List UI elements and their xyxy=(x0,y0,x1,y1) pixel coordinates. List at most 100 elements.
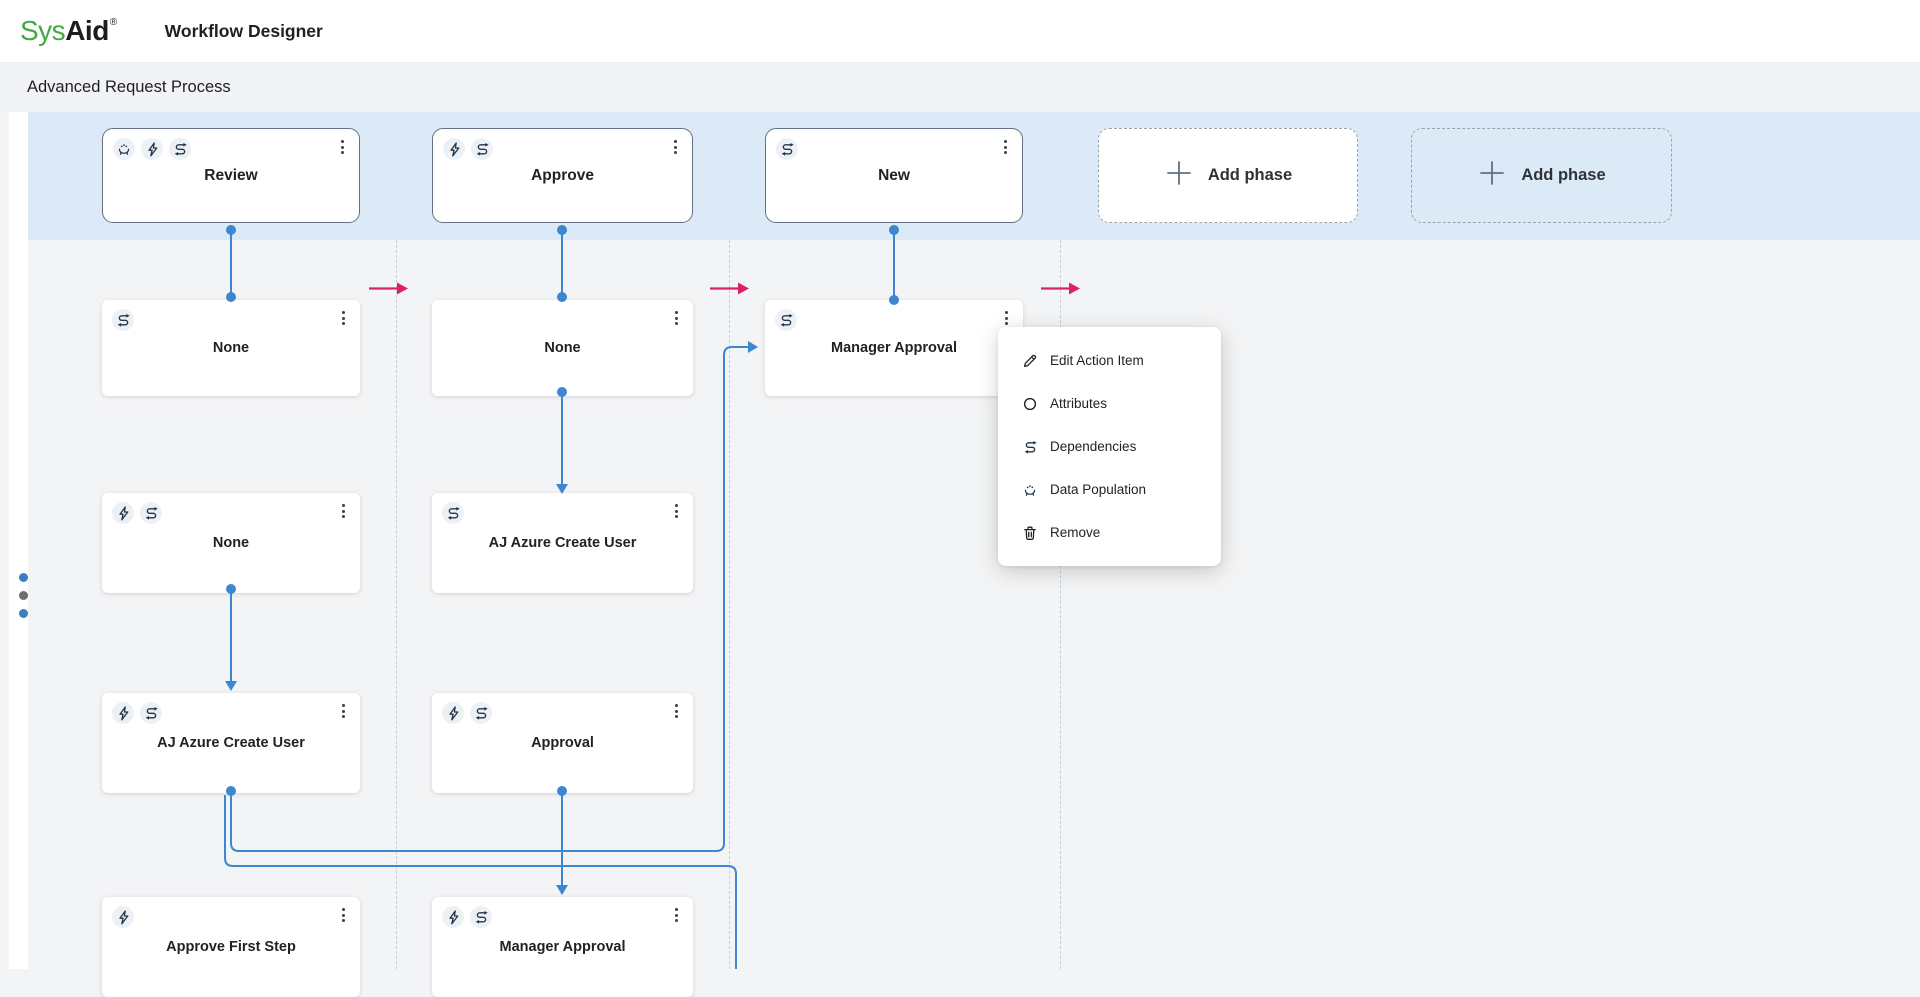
action-item-card-none[interactable]: None xyxy=(432,300,693,396)
dependencies-icon xyxy=(471,138,493,160)
column-separator xyxy=(396,240,397,969)
dependencies-icon xyxy=(470,906,492,928)
data-population-icon xyxy=(113,138,135,160)
logo-text-aid: Aid xyxy=(65,15,109,46)
dependencies-icon xyxy=(775,309,797,331)
add-phase-button[interactable]: Add phase xyxy=(1098,128,1358,223)
rail-dot-blue-bottom[interactable] xyxy=(19,609,28,618)
left-rail[interactable] xyxy=(9,112,28,969)
action-item-title: None xyxy=(212,340,250,356)
automation-rule-icon xyxy=(112,502,134,524)
card-icon-list xyxy=(442,906,492,928)
workflow-canvas[interactable]: Review Approve New Add phase Add phase xyxy=(0,112,1920,997)
phase-flow-arrow-icon xyxy=(1040,280,1081,297)
dependencies-icon xyxy=(140,502,162,524)
action-item-title: Manager Approval xyxy=(831,340,957,356)
logo-text-sys: Sys xyxy=(20,15,66,46)
menu-item-attributes[interactable]: Attributes xyxy=(998,382,1221,425)
phase-card-new[interactable]: New xyxy=(765,128,1023,223)
action-item-card-aj-azure-create-user[interactable]: AJ Azure Create User xyxy=(432,493,693,593)
card-icon-list xyxy=(776,138,798,160)
more-options-icon[interactable] xyxy=(335,702,351,720)
action-item-card-none[interactable]: None xyxy=(102,300,360,396)
action-item-title: None xyxy=(544,340,581,356)
dependencies-icon xyxy=(112,309,134,331)
phase-title: Review xyxy=(204,166,258,184)
remove-icon xyxy=(1022,525,1038,541)
phase-card-review[interactable]: Review xyxy=(102,128,360,223)
more-options-icon[interactable] xyxy=(668,309,684,327)
card-icon-list xyxy=(112,309,134,331)
plus-icon xyxy=(1164,158,1194,193)
action-item-card-manager-approval[interactable]: Manager Approval xyxy=(432,897,693,997)
dependencies-icon xyxy=(442,502,464,524)
more-options-icon[interactable] xyxy=(335,309,351,327)
action-item-card-manager-approval[interactable]: Manager Approval xyxy=(765,300,1023,396)
card-icon-list xyxy=(443,138,493,160)
process-name: Advanced Request Process xyxy=(27,78,231,96)
dependencies-icon xyxy=(776,138,798,160)
card-icon-list xyxy=(442,502,464,524)
phase-title: New xyxy=(878,166,910,184)
automation-rule-icon xyxy=(112,906,134,928)
add-phase-label: Add phase xyxy=(1207,166,1293,184)
action-item-card-none[interactable]: None xyxy=(102,493,360,593)
more-options-icon[interactable] xyxy=(335,906,351,924)
phase-card-approve[interactable]: Approve xyxy=(432,128,693,223)
data-population-icon xyxy=(1022,482,1038,498)
action-item-title: Approve First Step xyxy=(166,939,296,955)
more-options-icon[interactable] xyxy=(668,906,684,924)
plus-icon xyxy=(1477,158,1507,193)
more-options-icon[interactable] xyxy=(668,502,684,520)
add-phase-button[interactable]: Add phase xyxy=(1411,128,1672,223)
dependencies-icon xyxy=(1022,439,1038,455)
automation-rule-icon xyxy=(141,138,163,160)
dependencies-icon xyxy=(470,702,492,724)
menu-item-edit-action-item[interactable]: Edit Action Item xyxy=(998,339,1221,382)
menu-item-label: Dependencies xyxy=(1050,439,1137,454)
add-phase-label: Add phase xyxy=(1521,166,1606,184)
column-separator xyxy=(1060,240,1061,969)
action-item-card-approve-first-step[interactable]: Approve First Step xyxy=(102,897,360,997)
card-icon-list xyxy=(775,309,797,331)
page-title: Workflow Designer xyxy=(164,20,323,41)
more-options-icon[interactable] xyxy=(334,138,350,156)
automation-rule-icon xyxy=(112,702,134,724)
more-options-icon[interactable] xyxy=(997,138,1013,156)
phase-flow-arrow-icon xyxy=(709,280,750,297)
menu-item-label: Data Population xyxy=(1050,482,1147,497)
phase-title: Approve xyxy=(531,166,594,184)
automation-rule-icon xyxy=(442,906,464,928)
card-icon-list xyxy=(113,138,191,160)
more-options-icon[interactable] xyxy=(998,309,1014,327)
more-options-icon[interactable] xyxy=(667,138,683,156)
card-icon-list xyxy=(442,702,492,724)
dependencies-icon xyxy=(140,702,162,724)
action-item-card-approval[interactable]: Approval xyxy=(432,693,693,793)
card-icon-list xyxy=(112,502,162,524)
menu-item-dependencies[interactable]: Dependencies xyxy=(998,425,1221,468)
menu-item-remove[interactable]: Remove xyxy=(998,511,1221,554)
dependencies-icon xyxy=(169,138,191,160)
automation-rule-icon xyxy=(443,138,465,160)
menu-item-data-population[interactable]: Data Population xyxy=(998,468,1221,511)
edit-icon xyxy=(1022,353,1038,369)
card-icon-list xyxy=(112,906,134,928)
action-item-card-aj-azure-create-user[interactable]: AJ Azure Create User xyxy=(102,693,360,793)
column-separator xyxy=(729,240,730,969)
rail-dot-blue-top[interactable] xyxy=(19,573,28,582)
menu-item-label: Edit Action Item xyxy=(1050,353,1144,368)
process-bar: Advanced Request Process xyxy=(0,63,1920,112)
attributes-icon xyxy=(1022,396,1038,412)
menu-item-label: Remove xyxy=(1050,525,1101,540)
action-item-title: AJ Azure Create User xyxy=(488,535,637,551)
more-options-icon[interactable] xyxy=(335,502,351,520)
card-icon-list xyxy=(112,702,162,724)
menu-item-label: Attributes xyxy=(1050,396,1108,411)
rail-dot-gray[interactable] xyxy=(19,591,28,600)
phase-flow-arrow-icon xyxy=(368,280,409,297)
more-options-icon[interactable] xyxy=(668,702,684,720)
